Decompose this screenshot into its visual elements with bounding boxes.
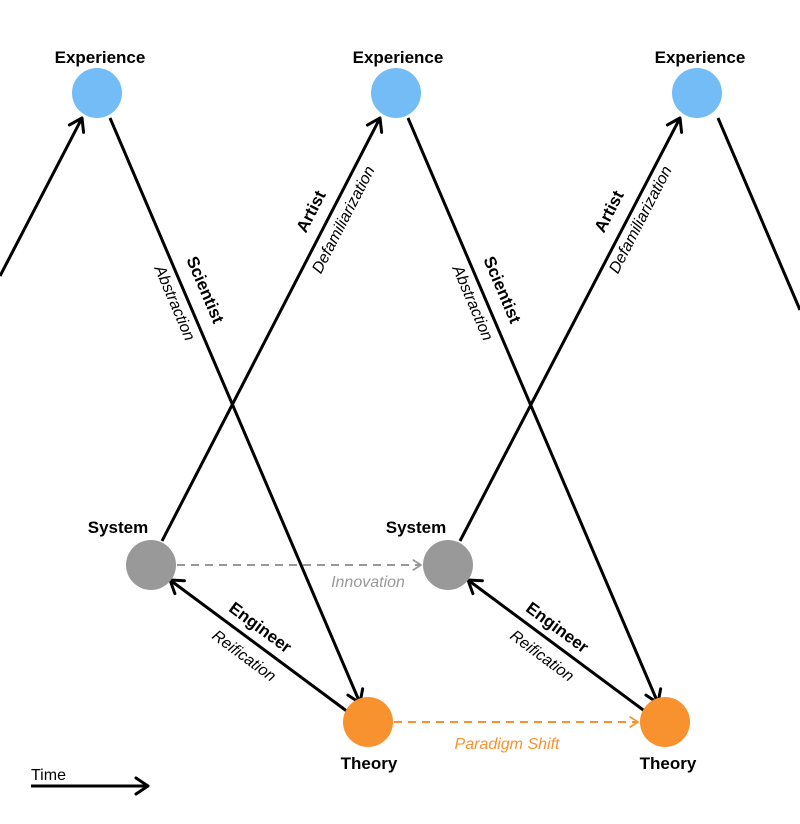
experience-node-2 bbox=[371, 68, 421, 118]
experience-node-1 bbox=[72, 68, 122, 118]
experience-label-2: Experience bbox=[353, 48, 444, 67]
time-label: Time bbox=[31, 767, 66, 784]
innovation-label: Innovation bbox=[331, 574, 405, 591]
theory-node-2 bbox=[640, 697, 690, 747]
experience-label-1: Experience bbox=[55, 48, 146, 67]
scientist-arrow-2 bbox=[406, 117, 663, 705]
artist-process-label-2: Defamiliarization bbox=[606, 163, 675, 276]
system-label-2: System bbox=[386, 518, 446, 537]
theory-label-2: Theory bbox=[640, 754, 697, 773]
artist-process-label-1: Defamiliarization bbox=[309, 163, 378, 276]
artist-arrow-1 bbox=[160, 116, 384, 542]
artist-arrow-2 bbox=[458, 116, 684, 542]
scientist-arrow-1 bbox=[108, 117, 365, 705]
system-node-2 bbox=[423, 540, 473, 590]
theory-node-1 bbox=[343, 697, 393, 747]
engineer-arrow-2 bbox=[466, 578, 647, 714]
artist-arrow-incoming bbox=[0, 116, 86, 277]
scientist-arrow-3 bbox=[716, 117, 800, 311]
system-label-1: System bbox=[88, 518, 148, 537]
experience-label-3: Experience bbox=[655, 48, 746, 67]
theory-label-1: Theory bbox=[341, 754, 398, 773]
system-node-1 bbox=[126, 540, 176, 590]
engineer-arrow-1 bbox=[168, 578, 349, 714]
paradigm-shift-label: Paradigm Shift bbox=[455, 736, 560, 753]
experience-node-3 bbox=[672, 68, 722, 118]
